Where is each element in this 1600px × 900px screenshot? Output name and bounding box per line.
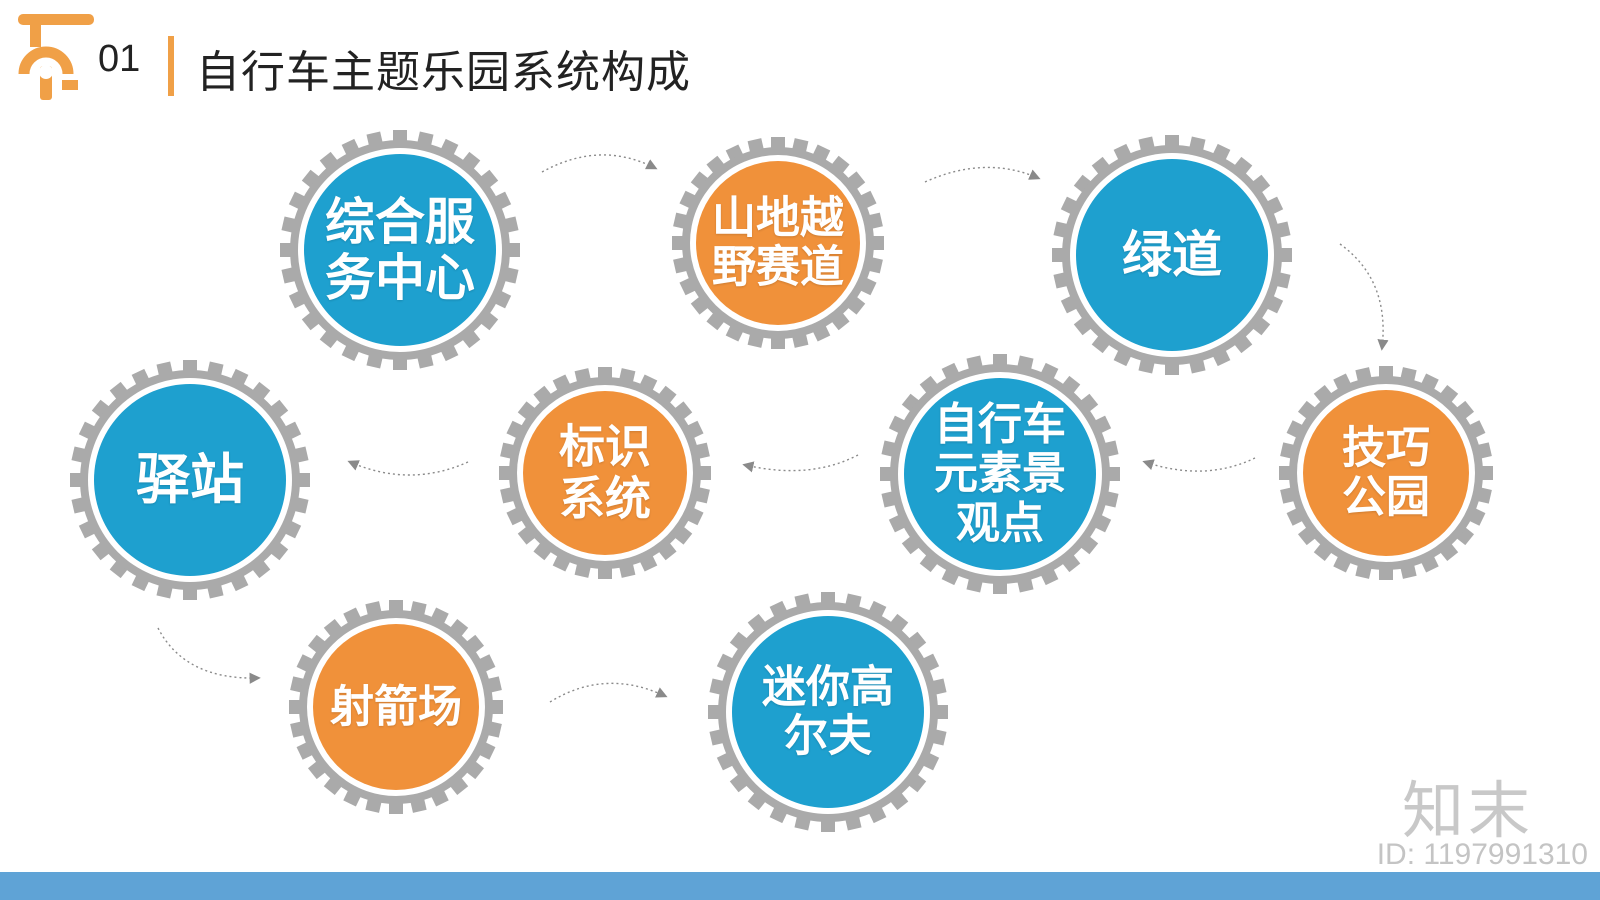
gear-disc: [313, 624, 479, 790]
connector-arrow: [541, 154, 658, 173]
gear-label-golf: 迷你高尔夫: [762, 661, 894, 762]
footer-bar: [0, 872, 1600, 900]
gear-disc: [304, 154, 496, 346]
connector-arrow: [549, 682, 668, 703]
gear-label-line: 综合服: [325, 193, 475, 251]
gear-label-line: 野赛道: [712, 242, 844, 293]
gear-label-line: 射箭场: [330, 681, 462, 733]
gear-label-signage: 标识系统: [559, 421, 651, 524]
gear-label-line: 公园: [1342, 472, 1430, 523]
gears: [70, 130, 1493, 832]
gear-label-line: 绿道: [1122, 226, 1222, 284]
gear-label-skills: 技巧公园: [1342, 422, 1430, 523]
slide-title: 自行车主题乐园系统构成: [196, 47, 691, 98]
gear-disc: [1303, 390, 1469, 556]
connector-arrow: [157, 627, 261, 684]
gear-label-line: 观点: [956, 497, 1044, 549]
gear-disc: [732, 616, 924, 808]
slide-number: 01: [98, 38, 141, 80]
connector-arrow: [347, 460, 469, 476]
gear-label-line: 山地越: [712, 192, 844, 244]
gear-disc: [904, 378, 1096, 570]
logo-icon: [18, 14, 94, 100]
gear-label-line: 标识: [559, 419, 651, 474]
gear-label-line: 技巧: [1342, 422, 1430, 474]
gear-golf: [708, 592, 948, 832]
gear-skills: [1279, 366, 1493, 580]
connector-arrow: [1339, 243, 1389, 351]
gear-greenway: [1052, 135, 1292, 375]
gear-signage: [499, 367, 711, 579]
gear-disc: [523, 391, 687, 555]
gear-scenery: [880, 354, 1120, 594]
gear-station: [70, 360, 310, 600]
connector-arrow: [924, 166, 1041, 183]
gear-label-line: 元素景: [934, 448, 1066, 500]
gear-archery: [289, 600, 503, 814]
gear-label-line: 尔夫: [784, 711, 872, 762]
image-id: ID: 1197991310: [1376, 838, 1588, 871]
gear-label-greenway: 绿道: [1122, 227, 1222, 283]
gear-label-station: 驿站: [136, 447, 244, 511]
gear-disc: [94, 384, 286, 576]
connector-arrow: [1142, 457, 1256, 472]
watermark-brand: 知末: [1401, 774, 1534, 847]
gear-label-line: 驿站: [136, 447, 244, 511]
gear-disc: [696, 161, 860, 325]
connector-arrows: [157, 154, 1389, 703]
gear-label-archery: 射箭场: [330, 681, 462, 733]
title-divider: [168, 36, 174, 96]
gear-label-scenery: 自行车元素景观点: [934, 400, 1066, 548]
gear-label-mtb: 山地越野赛道: [712, 192, 844, 293]
gear-label-line: 自行车: [934, 399, 1066, 451]
gear-service: [280, 130, 520, 370]
gear-disc: [1076, 159, 1268, 351]
gear-label-line: 系统: [559, 471, 651, 525]
gear-label-line: 务中心: [325, 249, 475, 307]
gear-label-line: 迷你高: [762, 661, 894, 713]
gear-label-service: 综合服务中心: [325, 194, 475, 306]
connector-arrow: [742, 454, 859, 473]
gear-mtb: [672, 137, 884, 349]
